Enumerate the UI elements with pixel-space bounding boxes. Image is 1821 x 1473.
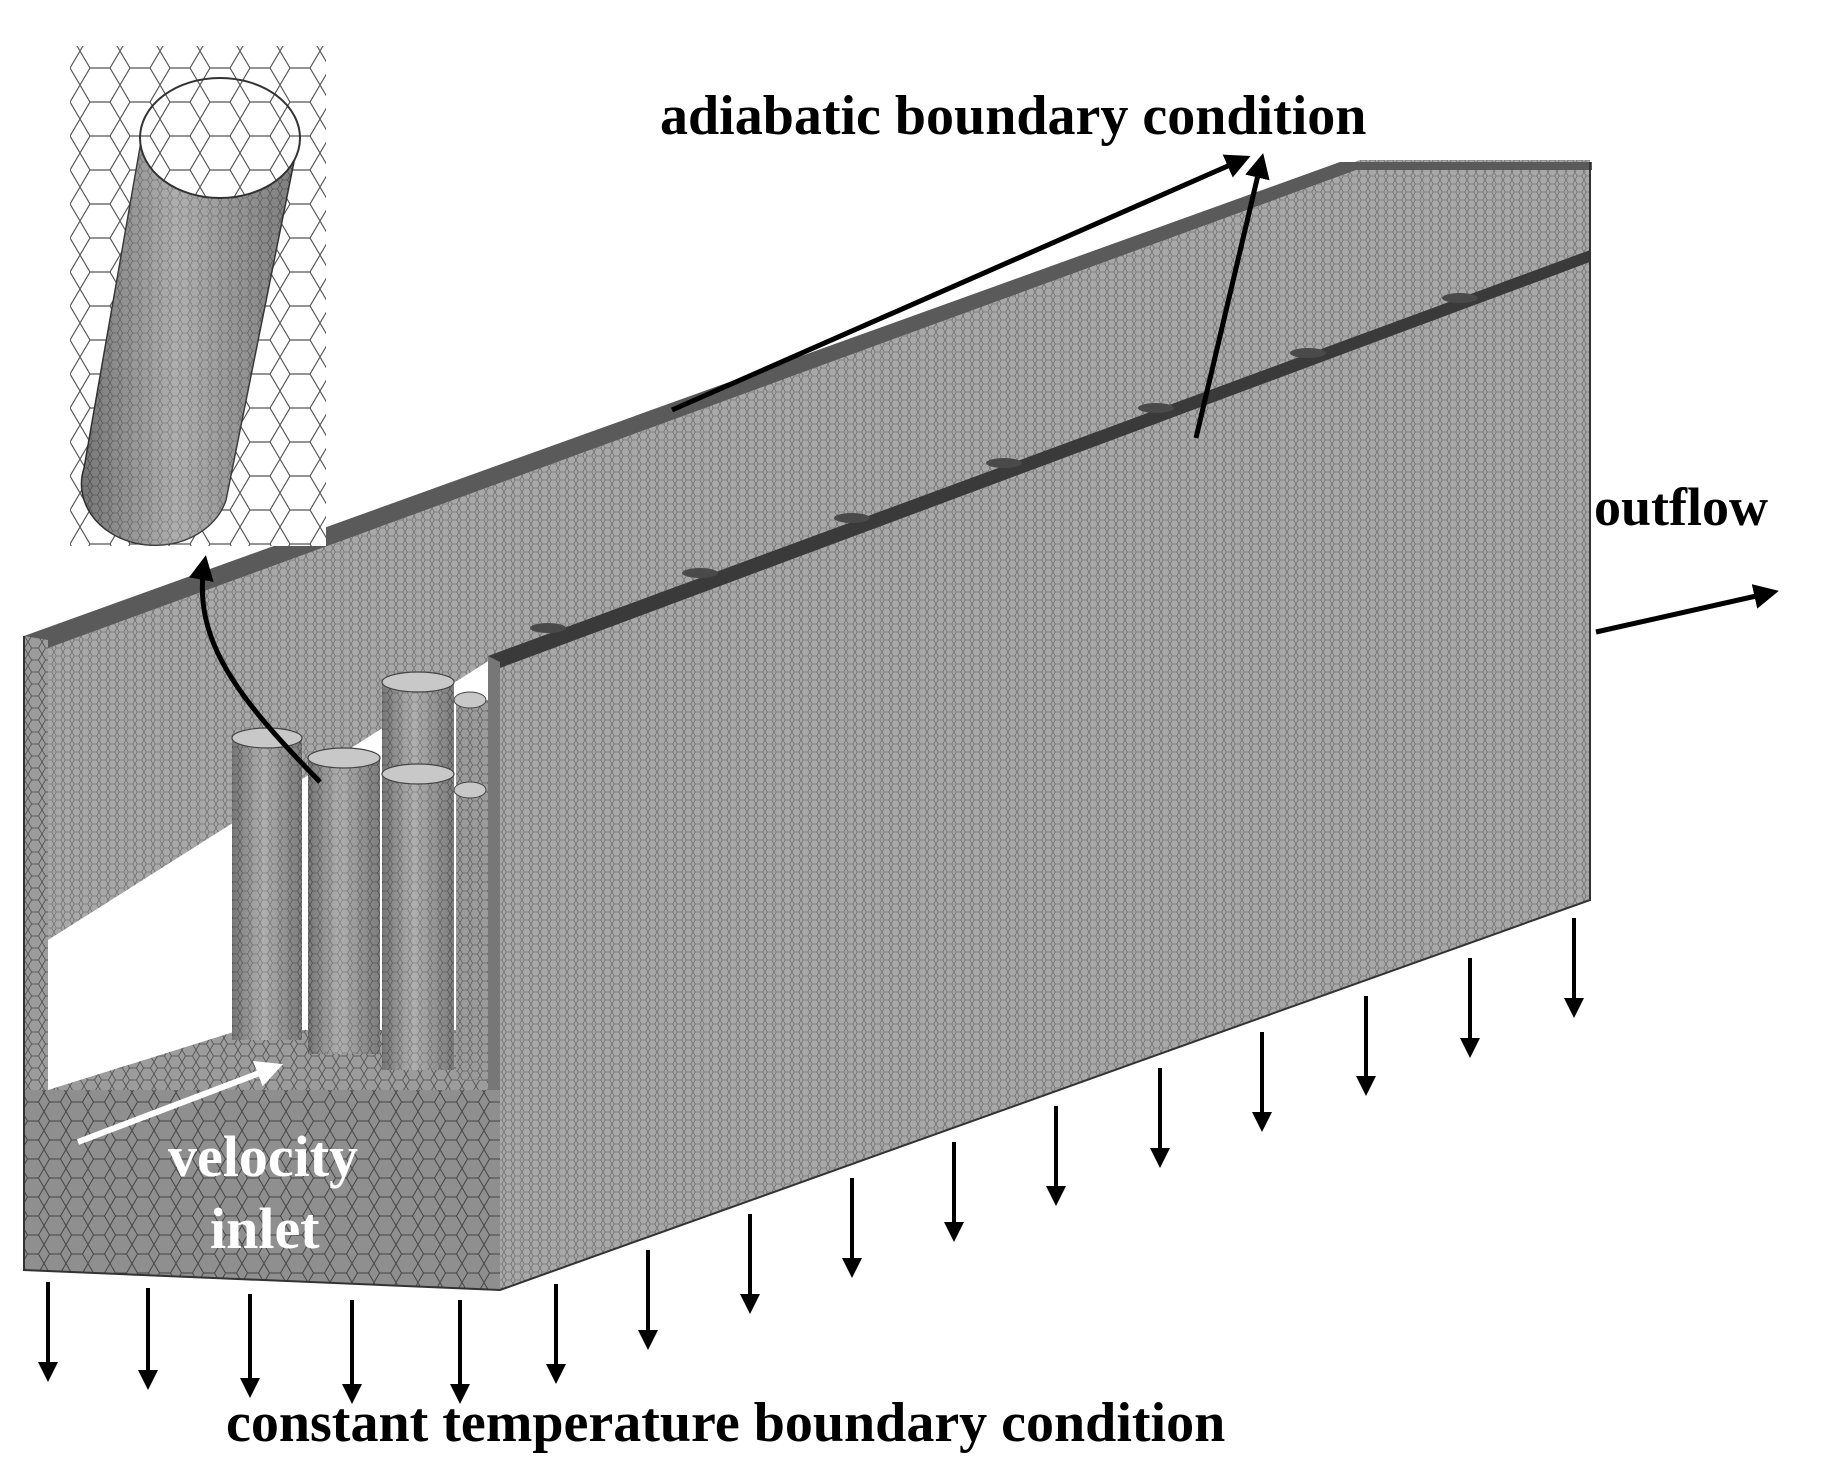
back-inner-wall <box>48 160 1590 940</box>
adiabatic-arrow-side <box>1193 153 1270 439</box>
front-slab-face <box>24 1090 500 1290</box>
velocity-inlet-label-line1: velocity <box>168 1124 359 1189</box>
velocity-inlet-label-line2: inlet <box>210 1196 320 1261</box>
velocity-inlet-arrow <box>76 1061 284 1145</box>
tube-2 <box>381 671 455 774</box>
tube-5 <box>381 763 455 1070</box>
left-wall-face <box>24 636 48 1090</box>
outflow-label: outflow <box>1594 477 1768 537</box>
tube-4 <box>307 747 381 1054</box>
annotation-arrows <box>76 153 1779 1145</box>
tube-bundle <box>231 671 488 1080</box>
inset-cylinder-top <box>139 77 301 199</box>
zoom-pointer-arrow <box>189 555 322 784</box>
tube-1 <box>231 727 303 1040</box>
tube-6 <box>453 781 488 1080</box>
front-wall-face <box>500 262 1590 1290</box>
temperature-arrows <box>38 918 1584 1404</box>
mesh-cylinder-inset-icon <box>70 46 326 547</box>
outflow-arrow <box>1595 584 1779 635</box>
adiabatic-arrow-top <box>670 154 1251 413</box>
constant-temperature-label: constant temperature boundary condition <box>226 1392 1226 1454</box>
channel-outline <box>23 162 1591 1292</box>
front-wall-inner-face <box>488 656 500 1090</box>
top-strip-back-wall <box>24 162 1592 648</box>
top-edge-tube-caps <box>530 293 1478 633</box>
adiabatic-boundary-label: adiabatic boundary condition <box>660 85 1367 147</box>
